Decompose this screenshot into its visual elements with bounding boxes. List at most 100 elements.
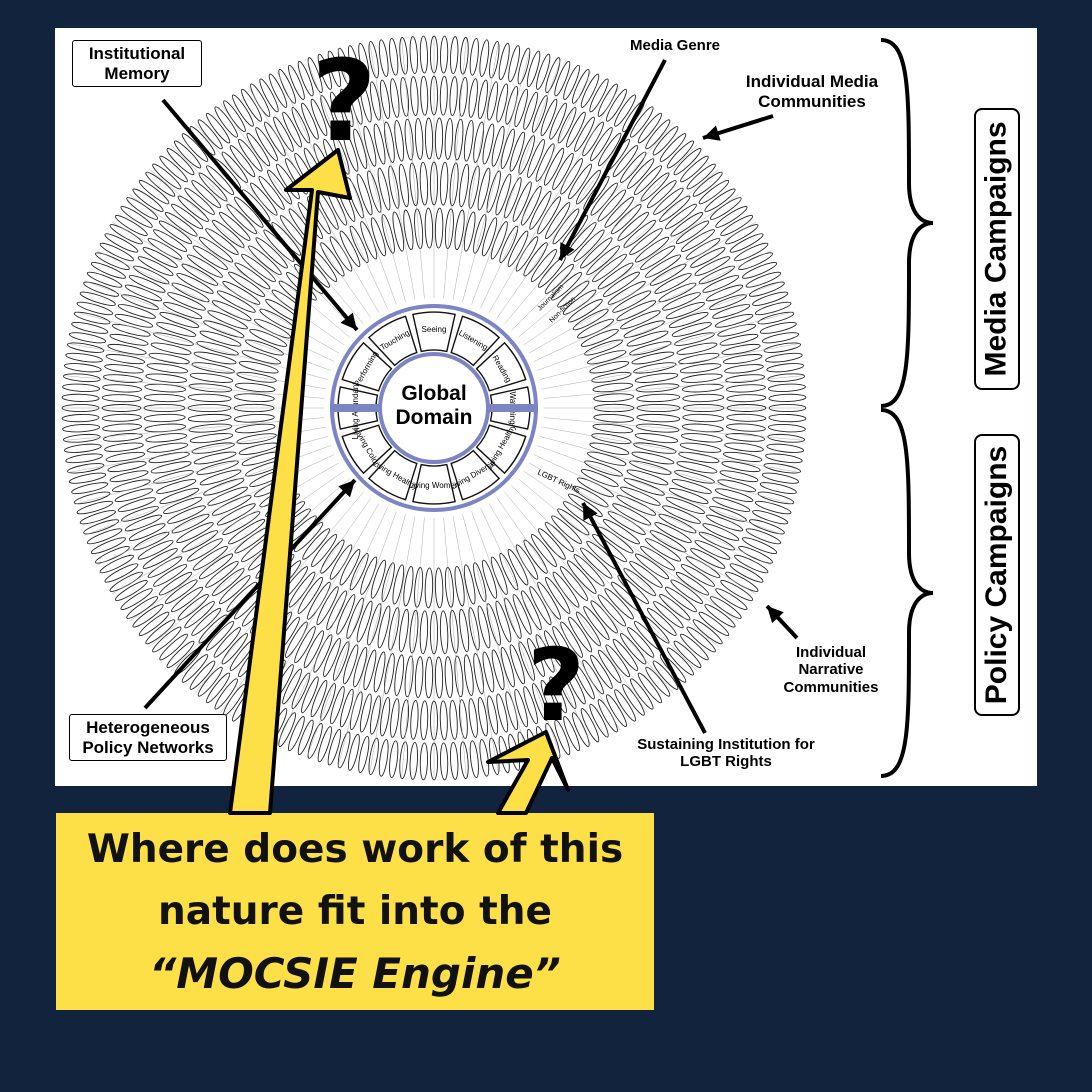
media-genre-label: Media Genre xyxy=(629,37,721,54)
policy-campaigns-box: Policy Campaigns xyxy=(974,434,1020,716)
petal-segment xyxy=(150,342,192,355)
petal-segment xyxy=(537,581,562,620)
petal-segment xyxy=(532,683,548,721)
petal-segment xyxy=(124,284,163,302)
petal-segment xyxy=(597,699,618,733)
petal-segment xyxy=(574,664,595,700)
petal-segment xyxy=(668,312,709,328)
petal-segment xyxy=(132,604,164,628)
petal-segment xyxy=(463,211,476,252)
petal-segment xyxy=(574,116,595,152)
petal-segment xyxy=(725,224,759,245)
petal-segment xyxy=(535,143,555,182)
petal-segment xyxy=(104,442,144,452)
petal-segment xyxy=(646,180,677,209)
arrow-sustaining-institution xyxy=(581,502,707,734)
petal-segment xyxy=(360,221,378,260)
petal-segment xyxy=(545,576,571,614)
petal-segment xyxy=(725,384,766,393)
petal-segment xyxy=(675,220,710,245)
petal-segment xyxy=(142,247,178,268)
petal-segment xyxy=(580,73,600,108)
petal-segment xyxy=(620,486,661,506)
petal-segment xyxy=(665,302,705,320)
petal-segment xyxy=(104,233,139,253)
inner-segment xyxy=(367,449,418,501)
petal-segment xyxy=(468,78,478,118)
petal-segment xyxy=(146,442,189,453)
petal-segment xyxy=(623,478,665,496)
petal-segment xyxy=(637,672,663,704)
petal-segment xyxy=(459,77,468,117)
petal-segment xyxy=(62,373,101,383)
petal-segment xyxy=(440,742,449,781)
petal-segment xyxy=(399,741,409,780)
petal-segment xyxy=(680,564,715,587)
petal-segment xyxy=(288,64,305,100)
petal-segment xyxy=(171,513,210,534)
petal-segment xyxy=(562,289,597,315)
petal-segment xyxy=(670,579,704,604)
petal-segment xyxy=(367,170,382,213)
petal-segment xyxy=(291,107,311,144)
petal-segment xyxy=(719,470,759,483)
petal-segment xyxy=(629,341,672,356)
petal-segment xyxy=(630,106,654,138)
petal-segment xyxy=(757,311,795,325)
petal-segment xyxy=(153,229,188,252)
petal-segment xyxy=(566,560,597,594)
petal-segment xyxy=(159,488,200,504)
petal-segment xyxy=(188,423,233,433)
petal-segment xyxy=(103,433,143,442)
petal-segment xyxy=(715,588,748,611)
petal-segment xyxy=(469,37,479,76)
petal-segment xyxy=(73,491,111,505)
petal-segment xyxy=(439,610,449,655)
petal-segment xyxy=(572,485,609,508)
petal-segment xyxy=(623,568,656,597)
petal-segment xyxy=(571,69,590,104)
petal-segment xyxy=(434,207,444,249)
petal-segment xyxy=(552,571,580,608)
petal-segment xyxy=(184,601,215,629)
petal-segment xyxy=(370,559,386,599)
petal-segment xyxy=(652,126,679,156)
individual-narrative-communities-label: Individual Narrative Communities xyxy=(783,644,879,696)
petal-segment xyxy=(444,566,454,608)
petal-segment xyxy=(103,374,143,383)
petal-segment xyxy=(114,313,154,328)
petal-segment xyxy=(715,205,748,228)
petal-segment xyxy=(612,145,639,178)
petal-segment xyxy=(686,163,716,190)
question-callout: Where does work of this nature fit into … xyxy=(56,813,654,1010)
petal-segment xyxy=(719,333,759,346)
petal-segment xyxy=(153,470,194,484)
petal-segment xyxy=(63,443,102,453)
petal-segment xyxy=(454,565,465,607)
connector-line xyxy=(533,250,772,362)
petal-segment xyxy=(477,605,491,649)
petal-segment xyxy=(653,187,684,215)
petal-segment xyxy=(79,510,116,525)
petal-segment xyxy=(120,205,153,228)
petal-segment xyxy=(682,413,725,423)
petal-segment xyxy=(714,313,754,328)
petal-segment xyxy=(725,571,759,592)
petal-segment xyxy=(606,694,627,728)
petal-segment xyxy=(86,528,123,545)
connector-line xyxy=(488,503,621,731)
petal-segment xyxy=(592,423,634,434)
petal-segment xyxy=(557,508,590,536)
petal-segment xyxy=(540,98,558,137)
petal-segment xyxy=(353,128,368,169)
petal-segment xyxy=(377,605,391,649)
petal-segment xyxy=(109,571,143,592)
petal-segment xyxy=(742,262,778,279)
petal-segment xyxy=(163,302,203,320)
petal-segment xyxy=(424,656,434,699)
petal-segment xyxy=(99,242,134,262)
connector-line xyxy=(523,194,739,346)
petal-segment xyxy=(156,322,197,337)
petal-segment xyxy=(634,433,679,444)
petal-segment xyxy=(191,607,222,636)
